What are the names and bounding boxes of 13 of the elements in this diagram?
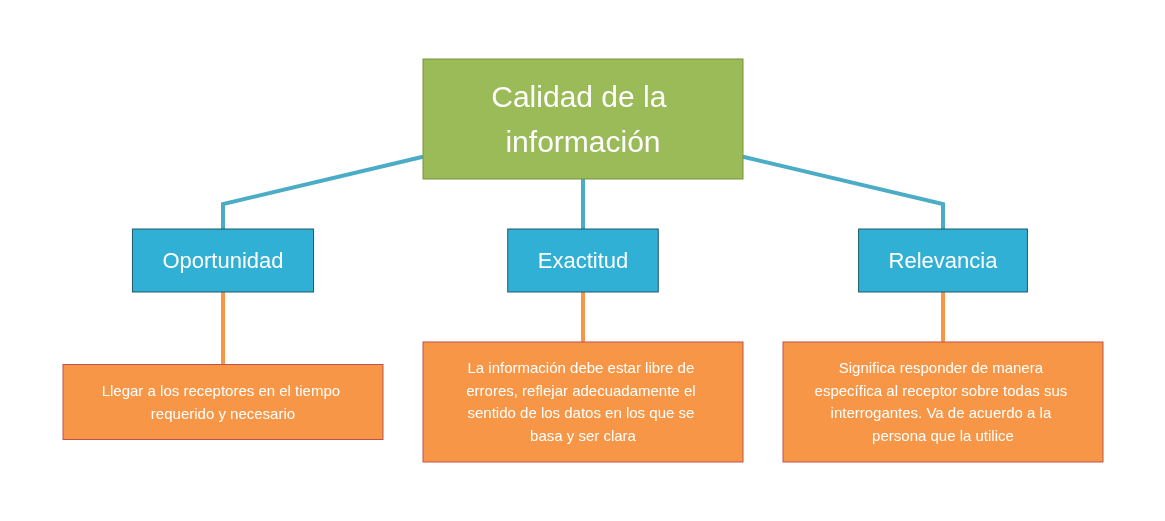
node-box: Oportunidad	[131, 228, 314, 293]
connector	[220, 292, 225, 365]
node-box: Relevancia	[857, 228, 1028, 293]
node-box: Calidad de la información	[422, 58, 743, 180]
connector	[742, 154, 945, 229]
node-box: Llegar a los receptores en el tiempo requerido y necesario	[62, 364, 383, 440]
connector	[580, 179, 585, 229]
connector	[940, 292, 945, 342]
node-box: La información debe estar libre de errores, reflejar adecuadamente el sentido de los datos en los que se basa y ser clara	[422, 341, 743, 463]
connector	[580, 292, 585, 342]
connector	[220, 154, 423, 229]
node-box: Significa responder de manera específica al receptor sobre todas sus interrogantes. Va de acuerdo a la persona que la utilice	[782, 341, 1103, 463]
node-box: Exactitud	[506, 228, 659, 293]
